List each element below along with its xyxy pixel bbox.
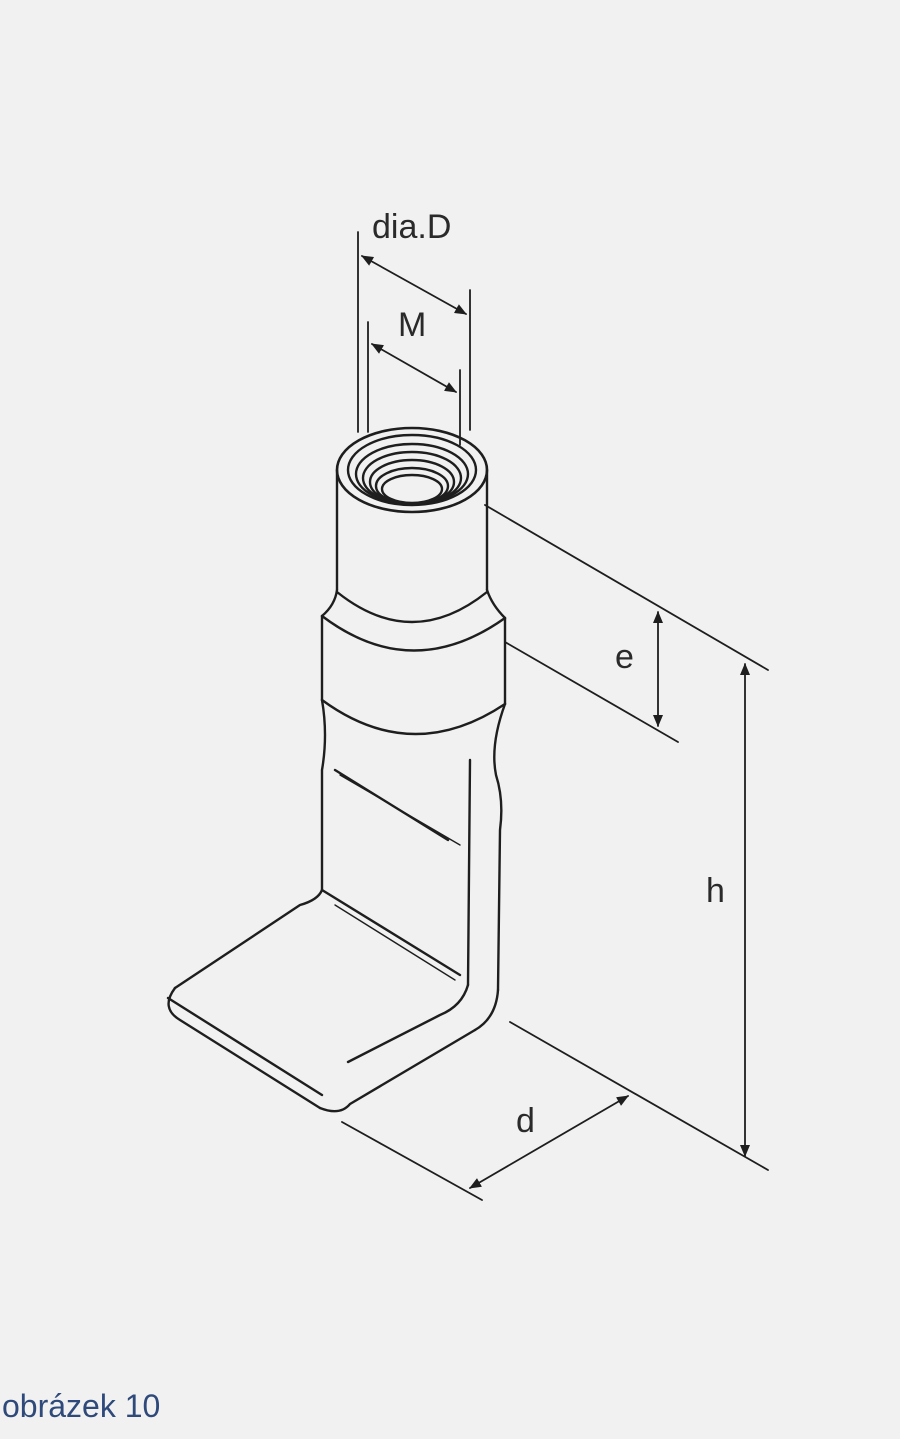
dimension-m [367, 321, 461, 446]
dimension-e [484, 504, 769, 743]
palm [166, 888, 500, 1113]
label-e: e [615, 638, 634, 676]
label-dia-d: dia.D [372, 208, 451, 246]
label-h: h [706, 872, 725, 910]
barrel-top [335, 426, 489, 514]
label-d: d [516, 1102, 535, 1140]
figure-caption: obrázek 10 [2, 1388, 161, 1424]
dimension-d [341, 1095, 629, 1201]
barrel-body [320, 468, 507, 624]
dimension-dia-d [357, 231, 471, 433]
neck [320, 698, 507, 992]
dimension-h [509, 663, 769, 1171]
collar [320, 614, 507, 736]
label-m: M [398, 306, 426, 344]
